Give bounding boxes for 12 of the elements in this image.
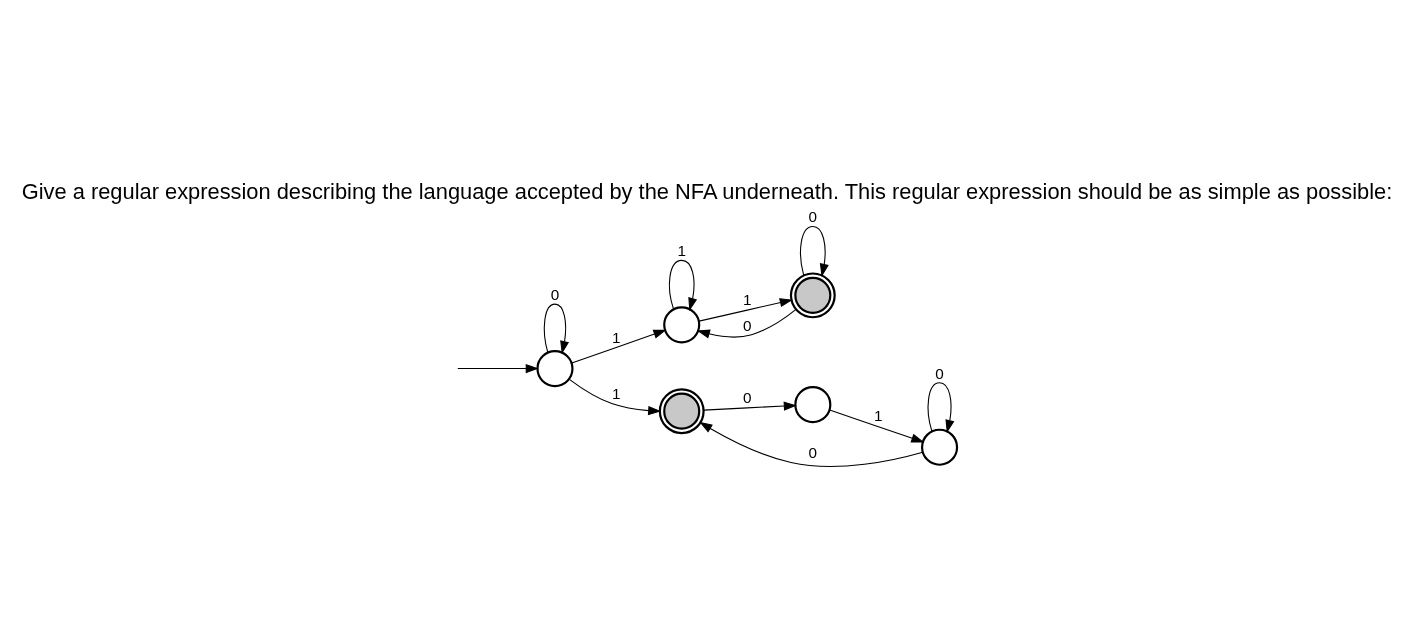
edge-label: 1 [743, 291, 752, 309]
edge-label: 0 [743, 388, 752, 406]
edge-label: 1 [611, 328, 621, 346]
edge-label: 1 [677, 242, 686, 260]
diagram-title: Give a regular expression describing the language accepted by the NFA underneath. This regular expression should be as simple as possible: [21, 179, 1393, 205]
edge-label: 0 [743, 316, 752, 334]
edge-label: 0 [808, 444, 818, 462]
edge-label: 0 [935, 364, 944, 382]
edge-label: 0 [550, 285, 560, 303]
edge-label: 1 [874, 407, 883, 425]
edge-label: 1 [611, 385, 621, 403]
edge-label: 0 [808, 208, 818, 226]
